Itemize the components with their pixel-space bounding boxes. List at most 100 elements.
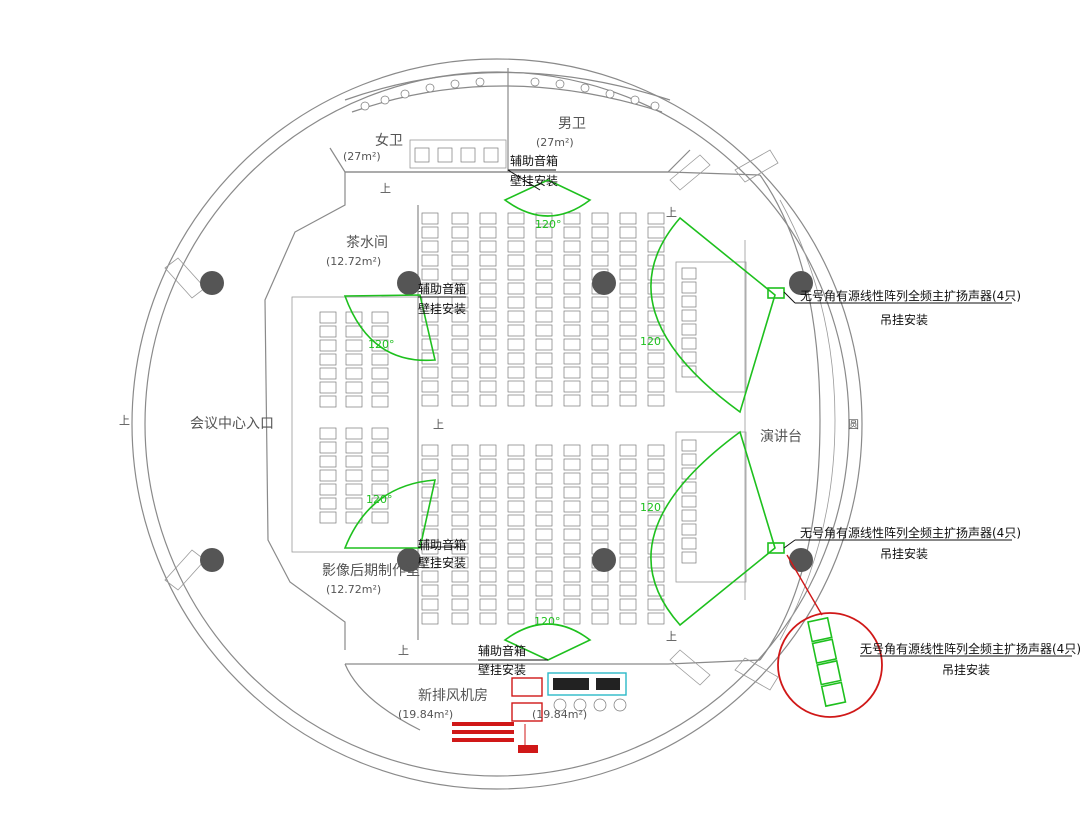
- hang-mount-note-callout: 吊挂安装: [942, 662, 990, 677]
- seat: [451, 514, 469, 527]
- seat: [451, 556, 469, 569]
- seat: [507, 458, 525, 471]
- seat: [507, 268, 525, 281]
- seat: [619, 212, 637, 225]
- seat: [479, 486, 497, 499]
- seat: [563, 268, 581, 281]
- seat: [319, 325, 337, 338]
- seat: [563, 254, 581, 267]
- seat: [535, 584, 553, 597]
- seat: [479, 240, 497, 253]
- seat: [345, 441, 363, 454]
- seat: [647, 296, 665, 309]
- seat: [421, 528, 439, 541]
- seat: [451, 226, 469, 239]
- seat: [319, 311, 337, 324]
- seat: [507, 324, 525, 337]
- seat: [345, 395, 363, 408]
- seat: [535, 268, 553, 281]
- seat: [563, 486, 581, 499]
- seat: [535, 296, 553, 309]
- seat: [647, 542, 665, 555]
- seat: [345, 469, 363, 482]
- column: [789, 548, 813, 572]
- seat: [421, 542, 439, 555]
- seat: [421, 458, 439, 471]
- seat: [371, 427, 389, 440]
- seat: [319, 469, 337, 482]
- seat: [371, 441, 389, 454]
- angle-label-left-lower: 120°: [366, 493, 393, 506]
- seat: [319, 455, 337, 468]
- seat: [591, 584, 609, 597]
- seat: [535, 528, 553, 541]
- seat: [619, 310, 637, 323]
- seat: [371, 497, 389, 510]
- angle-label-top: 120°: [535, 218, 562, 231]
- seat: [591, 352, 609, 365]
- seat: [451, 380, 469, 393]
- seat: [591, 444, 609, 457]
- seat: [591, 240, 609, 253]
- seat: [563, 556, 581, 569]
- seat: [591, 570, 609, 583]
- seat: [619, 514, 637, 527]
- seat: [319, 497, 337, 510]
- seat: [507, 394, 525, 407]
- column: [200, 548, 224, 572]
- callout-circle: [777, 612, 883, 718]
- seat: [421, 240, 439, 253]
- seat: [479, 352, 497, 365]
- seat: [421, 444, 439, 457]
- angle-label-bottom: 120°: [534, 615, 561, 628]
- seat: [319, 395, 337, 408]
- seat: [619, 584, 637, 597]
- seat: [647, 268, 665, 281]
- seat: [535, 486, 553, 499]
- seat: [563, 584, 581, 597]
- up-mark: 上: [380, 182, 391, 195]
- seat: [345, 483, 363, 496]
- seat: [563, 514, 581, 527]
- seat: [563, 212, 581, 225]
- column: [397, 548, 421, 572]
- seat: [619, 240, 637, 253]
- inner-walls: [164, 147, 836, 731]
- seat: [451, 254, 469, 267]
- seat: [619, 472, 637, 485]
- seat: [681, 495, 697, 508]
- seat: [479, 296, 497, 309]
- stage-label: 演讲台: [760, 429, 802, 445]
- column: [200, 271, 224, 295]
- seat: [647, 612, 665, 625]
- seat: [591, 500, 609, 513]
- seat: [479, 282, 497, 295]
- seat: [451, 324, 469, 337]
- seat: [507, 226, 525, 239]
- seat: [507, 338, 525, 351]
- seat: [535, 380, 553, 393]
- seat: [619, 324, 637, 337]
- seat: [591, 212, 609, 225]
- seat: [479, 226, 497, 239]
- seat: [591, 310, 609, 323]
- seat: [681, 295, 697, 308]
- tea-room-area: (12.72m²): [326, 255, 381, 268]
- seat: [619, 612, 637, 625]
- seat: [371, 511, 389, 524]
- seat: [479, 310, 497, 323]
- seat: [507, 598, 525, 611]
- seat: [563, 612, 581, 625]
- seat: [345, 367, 363, 380]
- seat: [591, 380, 609, 393]
- seat: [619, 458, 637, 471]
- seat: [421, 268, 439, 281]
- seat: [563, 324, 581, 337]
- seat: [535, 212, 553, 225]
- seat: [479, 444, 497, 457]
- seat: [647, 570, 665, 583]
- seat: [371, 367, 389, 380]
- seat: [647, 458, 665, 471]
- female-wc-area: (27m²): [343, 150, 381, 163]
- seat: [591, 338, 609, 351]
